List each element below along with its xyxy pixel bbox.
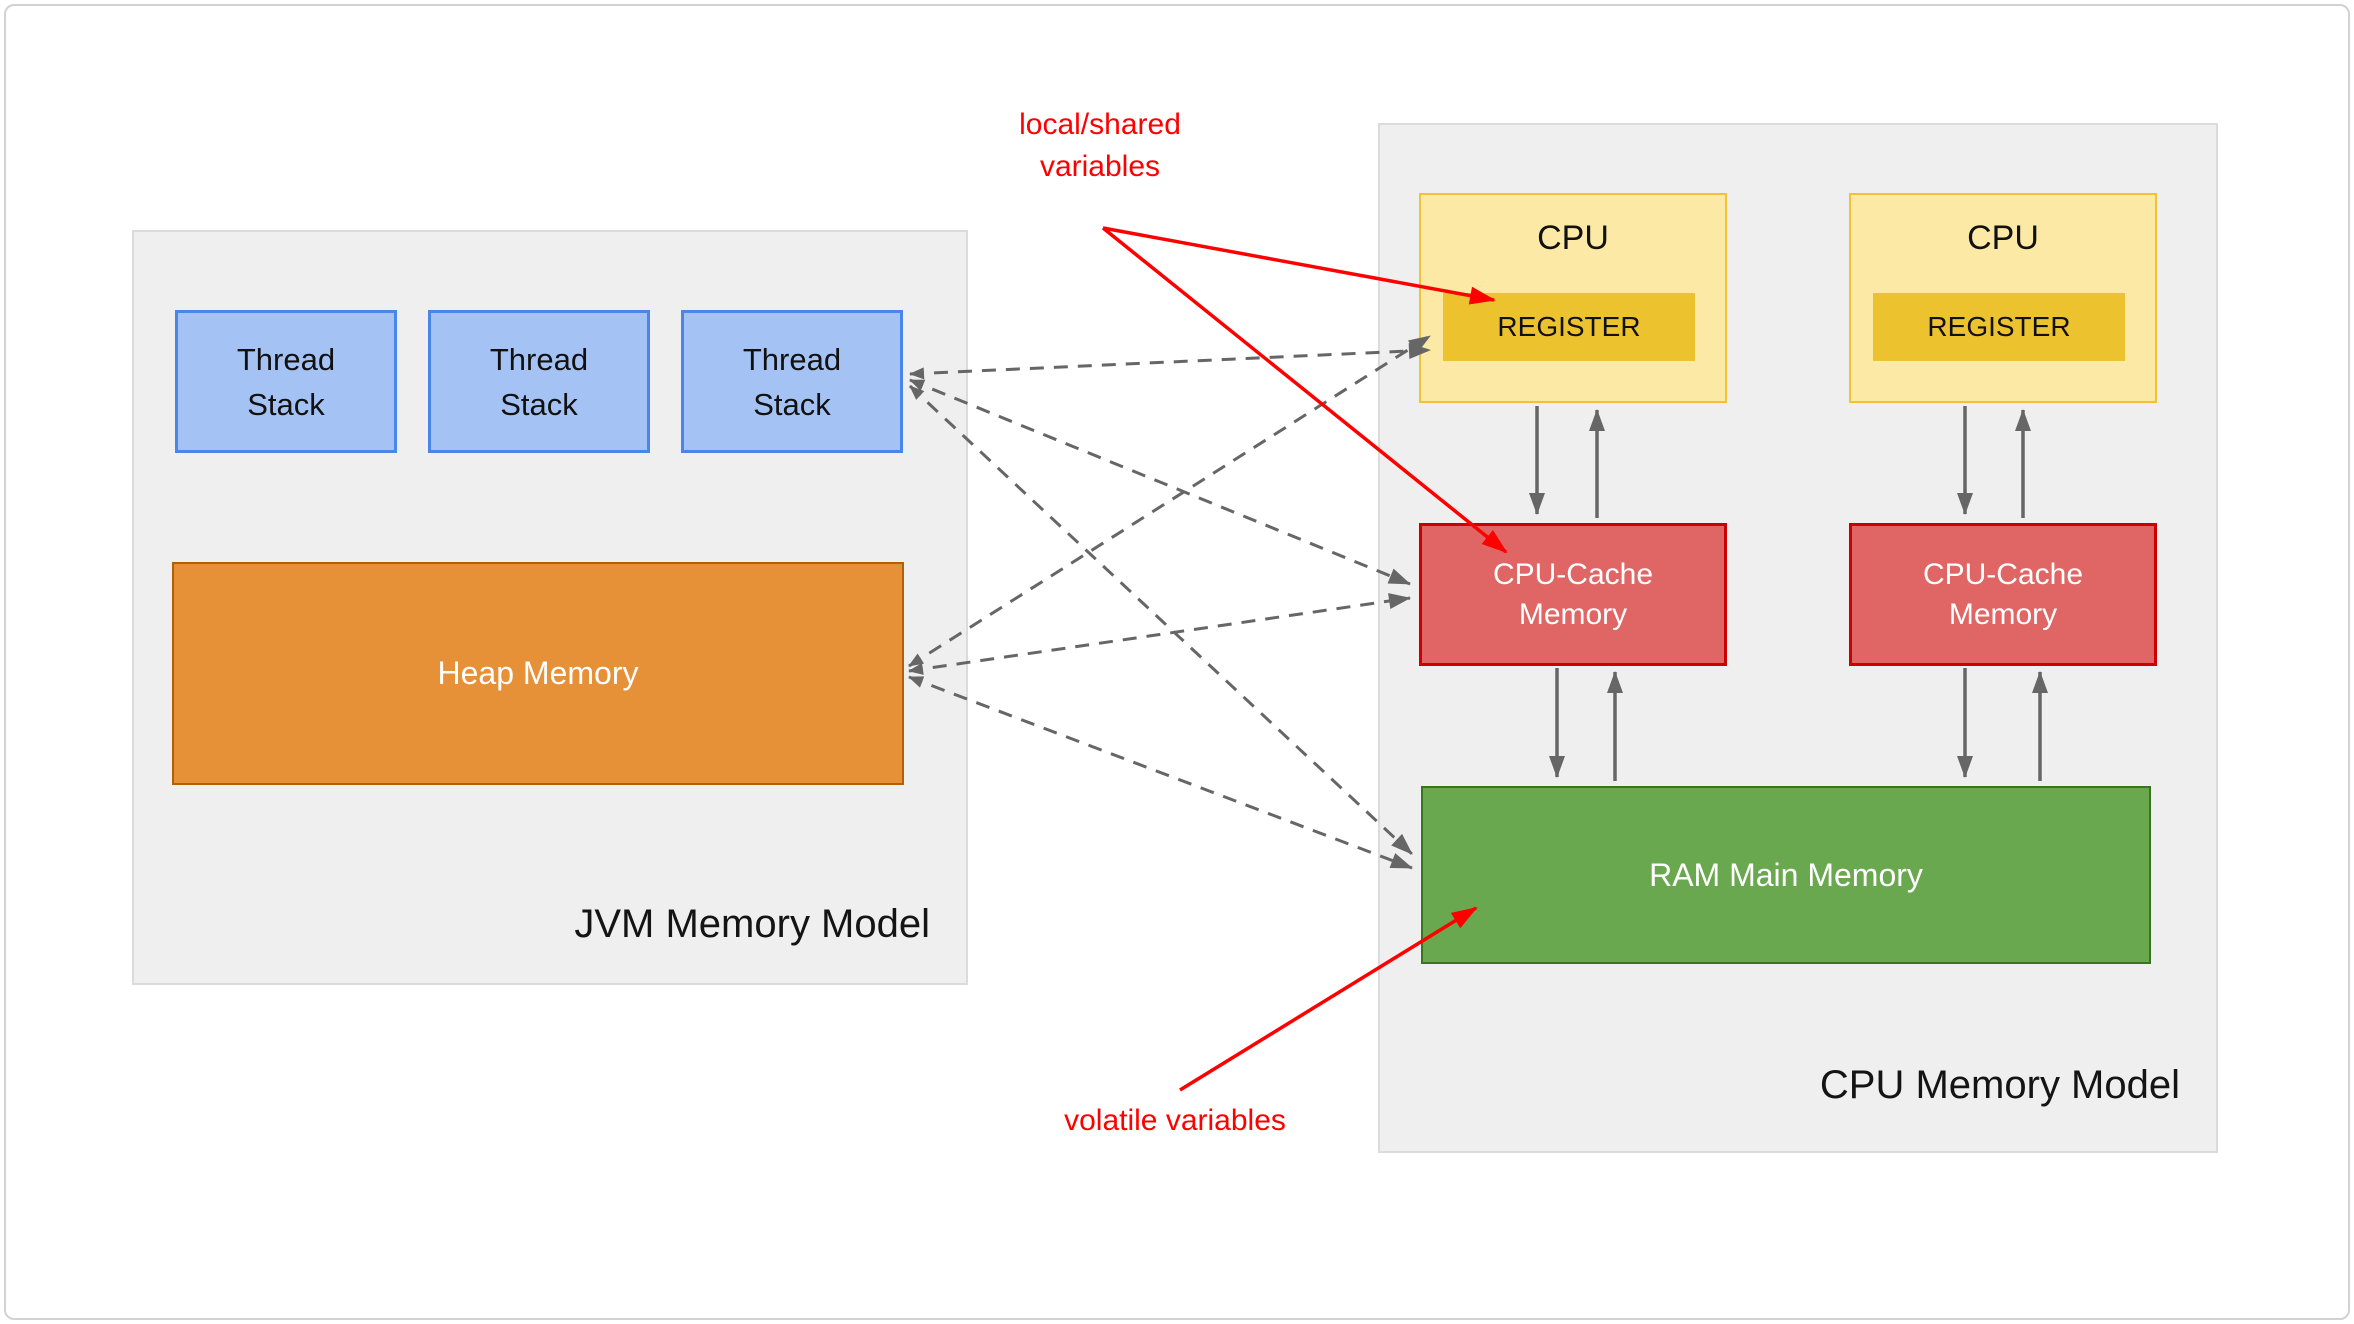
dashed-arrow-heap-to-register (908, 334, 1431, 668)
cpu-box-1: CPU REGISTER (1419, 193, 1727, 403)
thread-stack-box-2: Thread Stack (428, 310, 650, 453)
register-label: REGISTER (1927, 311, 2071, 342)
cpu-cache-memory-box-2: CPU-Cache Memory (1849, 523, 2157, 666)
dashed-arrow-thread-to-cache (909, 378, 1411, 586)
thread-stack-label: Thread Stack (236, 341, 336, 422)
dashed-arrow-thread-to-register (909, 342, 1431, 380)
thread-stack-box-3: Thread Stack (681, 310, 903, 453)
thread-stack-label: Thread Stack (489, 341, 589, 422)
ram-main-memory-box: RAM Main Memory (1421, 786, 2151, 964)
dashed-arrow-heap-to-cache (908, 593, 1411, 675)
heap-memory-box: Heap Memory (172, 562, 904, 785)
register-label: REGISTER (1497, 311, 1641, 342)
thread-stack-box-1: Thread Stack (175, 310, 397, 453)
cpu-cache-label: CPU-Cache Memory (1922, 557, 2084, 631)
cpu-panel-title: CPU Memory Model (1819, 1063, 2180, 1107)
cpu-label: CPU (1537, 219, 1609, 257)
jvm-memory-model-panel: Thread Stack Thread Stack Thread Stack H… (132, 230, 968, 985)
heap-memory-label: Heap Memory (437, 655, 639, 691)
dashed-arrow-heap-to-ram (908, 675, 1413, 870)
local-shared-line1: local/shared (1019, 108, 1181, 141)
cpu-cache-memory-box-1: CPU-Cache Memory (1419, 523, 1727, 666)
cpu-box-2: CPU REGISTER (1849, 193, 2157, 403)
dashed-arrow-thread-to-ram (908, 384, 1414, 856)
cpu-cache-label: CPU-Cache Memory (1492, 557, 1654, 631)
thread-stack-label: Thread Stack (742, 341, 842, 422)
register-box-1: REGISTER (1443, 293, 1695, 361)
local-shared-line2: variables (1039, 150, 1161, 183)
ram-label: RAM Main Memory (1649, 856, 1923, 893)
cpu-label: CPU (1967, 219, 2039, 257)
local-shared-variables-annotation: local/shared variables (980, 104, 1220, 188)
cpu-memory-model-panel: CPU REGISTER CPU REGISTER CPU-Cache Memo… (1378, 123, 2218, 1153)
volatile-variables-annotation: volatile variables (1064, 1104, 1286, 1137)
jvm-panel-title: JVM Memory Model (574, 902, 930, 946)
register-box-2: REGISTER (1873, 293, 2125, 361)
